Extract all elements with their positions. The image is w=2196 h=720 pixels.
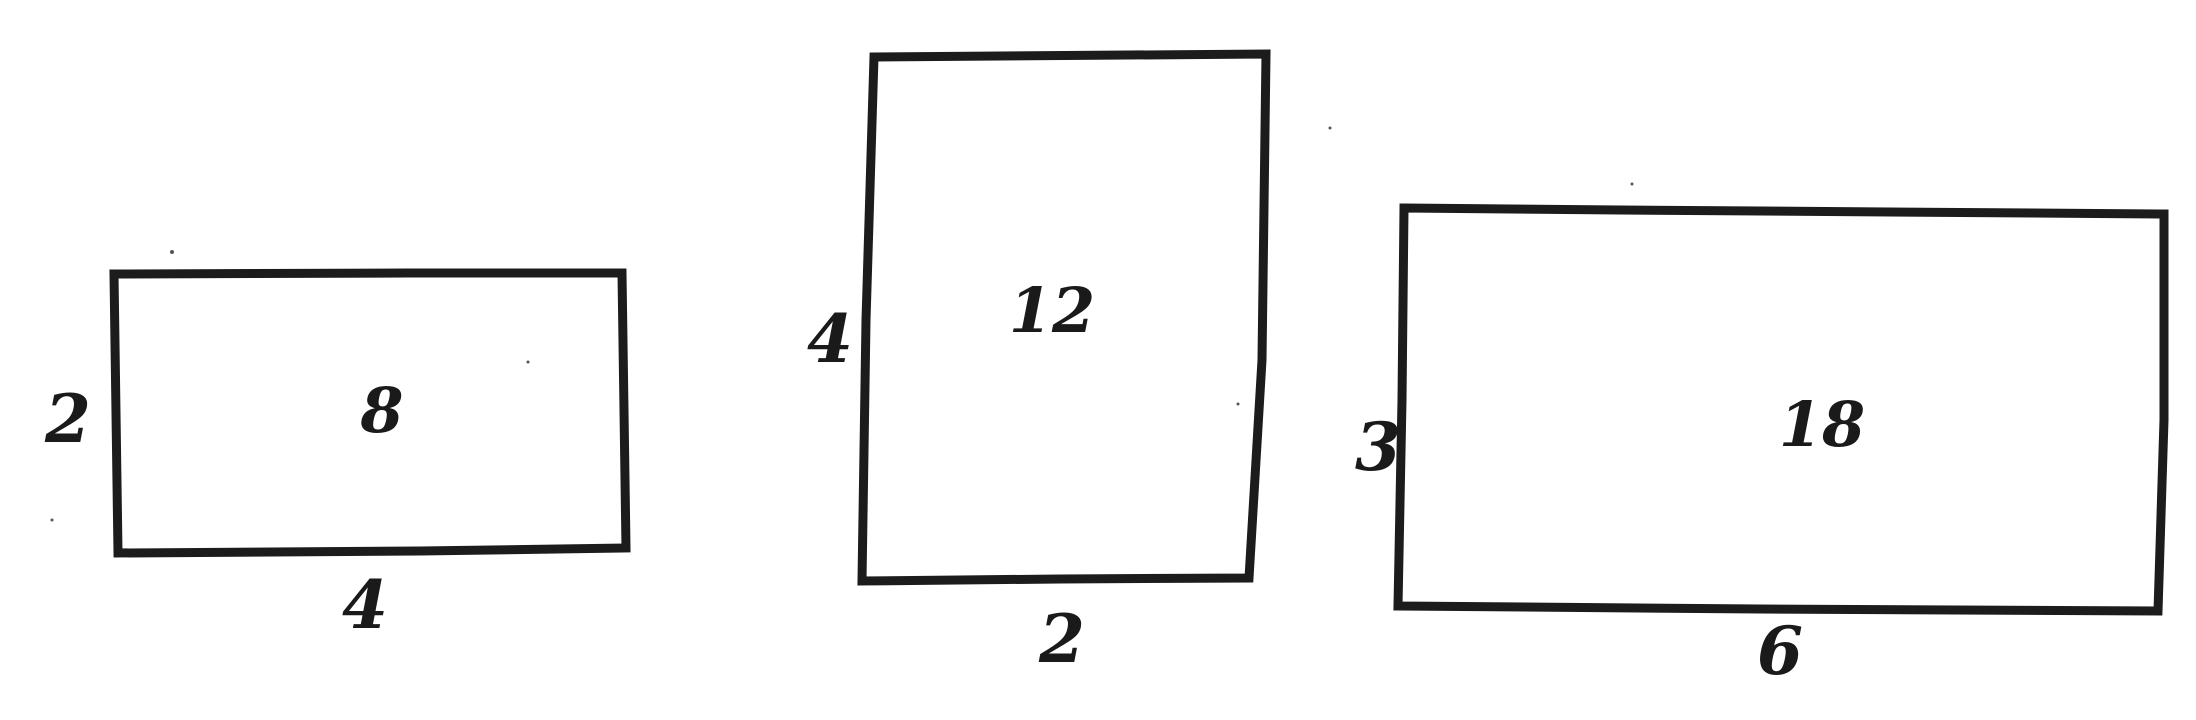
- rectangle-3x6-area: 18: [1779, 388, 1865, 461]
- rectangle-2x4-height-label: 2: [44, 380, 91, 458]
- rectangle-3x6-width-label: 6: [1757, 612, 1803, 690]
- rectangle-4x2-width-label: 2: [1038, 600, 1085, 678]
- rectangle-4x2-area: 12: [1009, 274, 1095, 347]
- rectangle-3x6: 18 3 6: [1355, 203, 2169, 690]
- rectangle-2x4-area: 8: [359, 374, 403, 447]
- rectangle-2x4-outline: [109, 268, 631, 558]
- rectangle-2x4-width-label: 4: [342, 566, 388, 644]
- scan-specks: [50, 126, 1634, 522]
- rectangle-4x2: 12 4 2: [807, 49, 1271, 678]
- rectangle-4x2-height-label: 4: [807, 300, 853, 378]
- rectangle-4x2-outline: [857, 49, 1271, 586]
- rectangle-2x4: 8 2 4: [44, 268, 631, 644]
- rectangle-3x6-height-label: 3: [1355, 408, 1401, 486]
- rectangle-3x6-outline: [1393, 203, 2169, 616]
